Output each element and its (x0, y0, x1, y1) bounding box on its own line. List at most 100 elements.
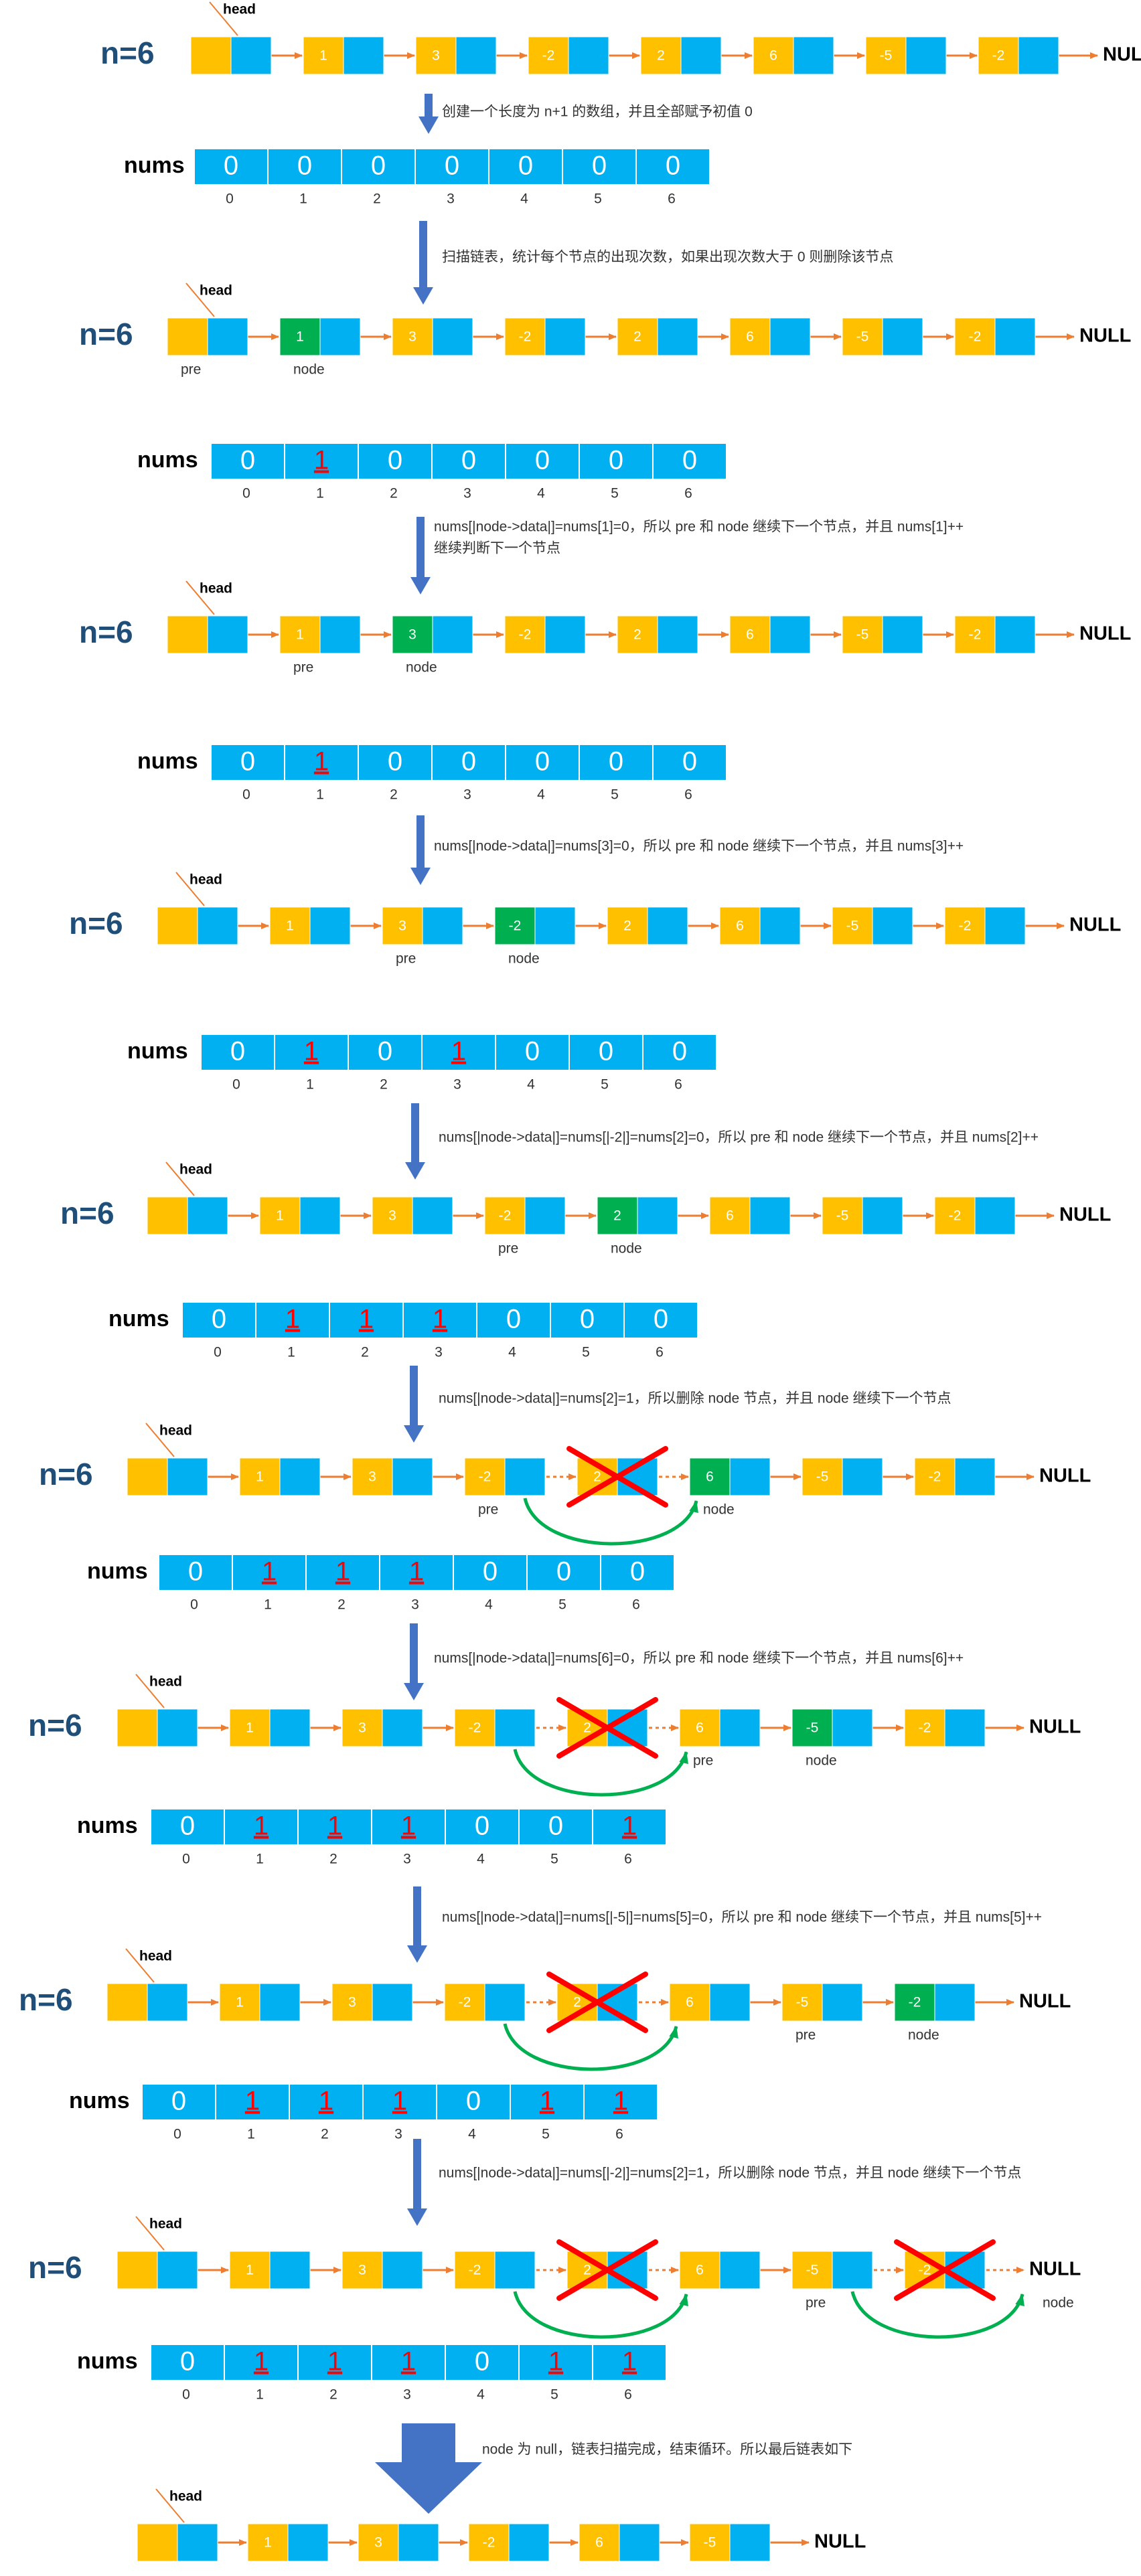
nums-cell (371, 1808, 446, 1846)
nums-cell (592, 2344, 667, 2381)
node-value: -2 (919, 2263, 931, 2278)
node-pointer-box (259, 1983, 301, 2022)
node-data-box (157, 906, 198, 945)
nums-cell-value: 0 (240, 747, 255, 777)
nums-cell-value: 0 (535, 747, 550, 777)
flow-arrow-shaft (410, 1623, 418, 1684)
nums-index-label: 4 (527, 1077, 535, 1093)
node-value: 6 (746, 329, 754, 345)
list-node: 6 (679, 2251, 761, 2289)
nums-cell-value: 1 (451, 1037, 466, 1066)
nums-cell-value: 0 (371, 151, 386, 181)
list-node: -2 (944, 906, 1026, 945)
node-value: -5 (846, 918, 859, 934)
node-pointer-box (680, 36, 722, 75)
node-value: 1 (236, 1995, 244, 2010)
flow-arrow-shaft (413, 1886, 421, 1947)
list-node: -2 (444, 1983, 526, 2022)
node-pointer-box (793, 36, 834, 75)
delete-cross-line (566, 1446, 668, 1508)
head-label: head (149, 2217, 182, 2232)
nums-cell-value: 1 (314, 446, 329, 475)
node-value: -2 (969, 627, 982, 643)
node-label: node (293, 362, 325, 378)
nums-index-label: 4 (468, 2127, 476, 2142)
node-pointer-box (177, 2523, 218, 2562)
nums-label: nums (108, 1306, 169, 1332)
nums-cell-value: 1 (392, 2087, 407, 2116)
delete-cross-line (556, 1697, 658, 1759)
nums-index-label: 4 (508, 1345, 516, 1360)
node-value: 3 (358, 2263, 366, 2278)
node-data-box (117, 2251, 158, 2289)
nums-cell (445, 2344, 520, 2381)
list-node: -2 (978, 36, 1059, 75)
node-value: -2 (459, 1995, 471, 2010)
head-label: head (200, 581, 232, 596)
nums-label: nums (137, 447, 198, 473)
nums-cell (210, 442, 285, 480)
node-data-box (894, 1983, 935, 2022)
list-node: -2 (954, 615, 1036, 654)
flow-arrow-head (410, 577, 431, 594)
list-node: 3 (352, 1457, 433, 1496)
node-pointer-box (207, 615, 248, 654)
nums-cell (579, 744, 654, 781)
nums-cell-value: 0 (461, 747, 476, 777)
node-value: 2 (657, 48, 665, 64)
list-node: 6 (753, 36, 834, 75)
node-pointer-box (832, 1708, 873, 1747)
nums-index-label: 3 (463, 486, 471, 501)
step-caption: node 为 null，链表扫描完成，结束循环。所以最后链表如下 (482, 2442, 852, 2458)
list-node: 6 (719, 906, 801, 945)
nums-index-label: 0 (214, 1345, 222, 1360)
nums-cell (224, 1808, 299, 1846)
node-data-box (679, 1708, 720, 1747)
node-value: -2 (469, 1720, 481, 1736)
node-label: node (1043, 2296, 1074, 2311)
nums-index-label: 5 (601, 1077, 609, 1093)
node-value: 2 (583, 2263, 591, 2278)
node-value: -2 (969, 329, 982, 345)
nums-cell-value: 0 (388, 446, 402, 475)
nums-label: nums (77, 2348, 138, 2374)
nums-cell-value: 0 (682, 747, 697, 777)
head-label: head (149, 1674, 182, 1690)
nums-cell (568, 1034, 643, 1071)
nums-index-label: 6 (684, 787, 692, 803)
nums-cell-value: 0 (240, 446, 255, 475)
delete-cross-line (894, 2239, 996, 2301)
node-data-box (454, 2251, 496, 2289)
n-label: n=6 (39, 1457, 93, 1492)
node-data-box (504, 317, 546, 356)
list-node: 6 (729, 615, 811, 654)
node-pointer-box (709, 1983, 751, 2022)
list-node: -5 (791, 2251, 873, 2289)
nums-index-label: 6 (632, 1597, 640, 1613)
nums-cell-value: 1 (540, 2087, 554, 2116)
nums-index-label: 4 (520, 191, 528, 207)
node-pointer-box (544, 615, 586, 654)
node-pointer-box (398, 2523, 439, 2562)
nums-cell (284, 744, 359, 781)
list-node: 3 (392, 317, 473, 356)
node-data-box (167, 317, 208, 356)
node-pointer-box (1018, 36, 1059, 75)
head-pointer (135, 2216, 165, 2251)
nums-cell-value: 0 (475, 2347, 489, 2377)
pre-label: pre (181, 362, 201, 378)
nums-cell-value: 0 (445, 151, 459, 181)
null-label: NULL (1079, 325, 1131, 347)
head-pointer (175, 872, 205, 906)
list-node: -5 (822, 1196, 903, 1235)
step-caption: nums[|node->data|]=nums[6]=0，所以 pre 和 no… (434, 1651, 964, 1666)
node-value: 3 (358, 1720, 366, 1736)
nums-cell-value: 0 (672, 1037, 687, 1066)
node-value: 1 (246, 2263, 254, 2278)
node-label: node (508, 951, 540, 967)
nums-index-label: 5 (611, 486, 619, 501)
node-data-box (954, 615, 996, 654)
